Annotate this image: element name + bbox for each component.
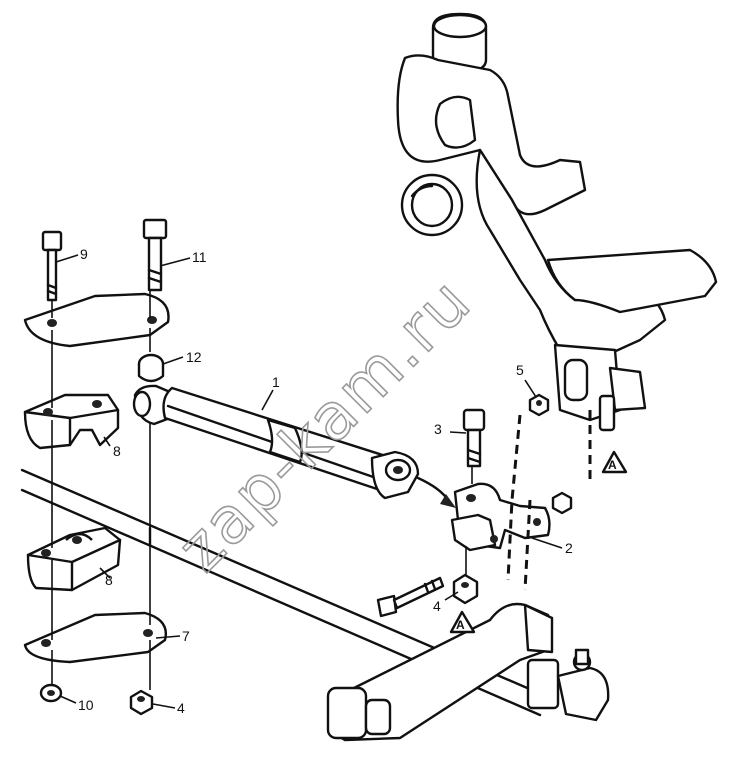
callout-7: 7 bbox=[182, 628, 190, 644]
nut-right bbox=[551, 491, 573, 515]
view-mark-a-lower: A bbox=[449, 610, 476, 634]
shock-absorber bbox=[132, 353, 420, 500]
nut-4-lower bbox=[129, 689, 154, 716]
upper-clamp-plate bbox=[23, 292, 170, 348]
callout-8-upper: 8 bbox=[113, 443, 121, 459]
callout-12: 12 bbox=[186, 349, 202, 365]
callout-5: 5 bbox=[516, 362, 524, 378]
assembly-arrow-head bbox=[440, 494, 456, 508]
callout-9: 9 bbox=[80, 246, 88, 262]
callout-11: 11 bbox=[192, 249, 207, 265]
callout-3: 3 bbox=[434, 421, 442, 437]
bushing-12 bbox=[137, 353, 165, 383]
upper-bushing-block-8 bbox=[23, 393, 120, 450]
alignment-lines bbox=[51, 290, 151, 690]
assembly-arrow bbox=[416, 476, 450, 502]
nut-4-bracket bbox=[452, 573, 479, 605]
callout-2: 2 bbox=[565, 540, 573, 556]
callout-4-lower: 4 bbox=[177, 700, 185, 716]
lower-clamp-plate-7 bbox=[23, 611, 167, 664]
view-mark-a-upper: A bbox=[601, 450, 628, 474]
washer-nut-5 bbox=[528, 393, 550, 417]
tie-rod-assembly bbox=[326, 602, 610, 742]
lower-bushing-block-8 bbox=[26, 526, 122, 592]
callout-4-bracket: 4 bbox=[433, 598, 441, 614]
steering-knuckle bbox=[396, 12, 718, 432]
bracket-bolt bbox=[376, 576, 445, 618]
bolt-9 bbox=[41, 230, 63, 302]
dashed-assembly-lines bbox=[465, 410, 592, 591]
view-mark-a-lower-label: A bbox=[456, 618, 465, 632]
callout-8-lower: 8 bbox=[105, 572, 113, 588]
callout-1: 1 bbox=[272, 374, 280, 390]
callout-leaders bbox=[55, 254, 563, 709]
bolt-11 bbox=[142, 218, 168, 292]
callout-10: 10 bbox=[78, 697, 94, 713]
view-mark-a-upper-label: A bbox=[608, 458, 617, 472]
nut-10 bbox=[39, 683, 63, 703]
bolt-3 bbox=[462, 408, 486, 468]
bracket-2 bbox=[450, 482, 551, 552]
callouts: 1 2 3 4 4 5 7 8 8 9 10 11 12 bbox=[78, 246, 573, 716]
